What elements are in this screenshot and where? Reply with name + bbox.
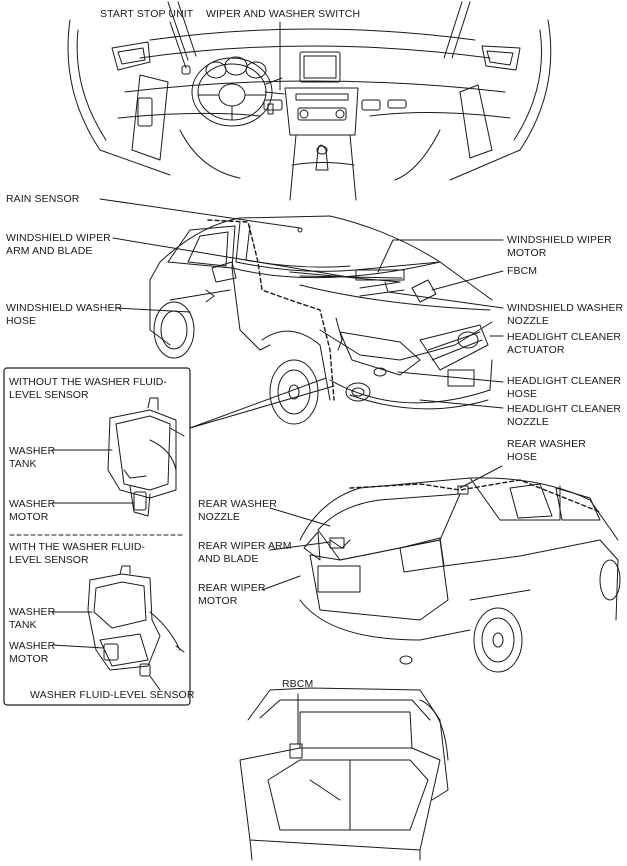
label-fbcm: FBCM bbox=[507, 265, 538, 277]
washer-tank-inset bbox=[3, 367, 191, 706]
label-windshield-wiper-motor-line2: MOTOR bbox=[507, 247, 547, 259]
label-start-stop-unit: START STOP UNIT bbox=[100, 8, 194, 20]
label-windshield-washer-nozzle-line2: NOZZLE bbox=[507, 315, 550, 327]
label-windshield-wiper-arm-line2: ARM AND BLADE bbox=[6, 245, 93, 257]
label-headlight-cleaner-hose-line1: HEADLIGHT CLEANER bbox=[507, 375, 622, 387]
label-headlight-cleaner-nozzle-line1: HEADLIGHT CLEANER bbox=[507, 403, 622, 415]
label-rear-washer-nozzle-line1: REAR WASHER bbox=[198, 498, 277, 510]
label-windshield-wiper-arm-line1: WINDSHIELD WIPER bbox=[6, 232, 111, 244]
inset-without-sensor-title-line2: LEVEL SENSOR bbox=[9, 389, 89, 401]
inset-washer-fluid-level-sensor: WASHER FLUID-LEVEL SENSOR bbox=[30, 689, 195, 701]
inset-washer-tank-b-line1: WASHER bbox=[9, 606, 56, 618]
front-car-illustration bbox=[99, 198, 504, 429]
label-headlight-cleaner-actuator-line1: HEADLIGHT CLEANER bbox=[507, 331, 622, 343]
label-rear-washer-nozzle-line2: NOZZLE bbox=[198, 511, 241, 523]
inset-with-sensor-title-line1: WITH THE WASHER FLUID- bbox=[9, 541, 145, 553]
dashboard-illustration bbox=[67, 1, 552, 201]
label-rear-wiper-arm-line1: REAR WIPER ARM bbox=[198, 540, 292, 552]
inset-washer-tank-b-line2: TANK bbox=[9, 619, 37, 631]
rear-car-illustration bbox=[261, 465, 621, 673]
label-wiper-washer-switch: WIPER AND WASHER SWITCH bbox=[206, 8, 361, 20]
label-headlight-cleaner-nozzle-line2: NOZZLE bbox=[507, 416, 550, 428]
label-rear-washer-hose-line2: HOSE bbox=[507, 451, 538, 463]
inset-washer-motor-b-line1: WASHER bbox=[9, 640, 56, 652]
label-rain-sensor: RAIN SENSOR bbox=[6, 193, 80, 205]
cargo-area-illustration bbox=[239, 687, 449, 861]
inset-without-sensor-title-line1: WITHOUT THE WASHER FLUID- bbox=[9, 376, 167, 388]
label-rbcm: RBCM bbox=[282, 678, 314, 690]
label-windshield-washer-hose-line1: WINDSHIELD WASHER bbox=[6, 302, 123, 314]
inset-with-sensor-title-line2: LEVEL SENSOR bbox=[9, 554, 89, 566]
label-rear-wiper-motor-line2: MOTOR bbox=[198, 595, 238, 607]
inset-washer-motor-a-line1: WASHER bbox=[9, 498, 56, 510]
label-rear-wiper-arm-line2: AND BLADE bbox=[198, 553, 259, 565]
inset-washer-tank-a-line1: WASHER bbox=[9, 445, 56, 457]
label-windshield-wiper-motor-line1: WINDSHIELD WIPER bbox=[507, 234, 612, 246]
inset-washer-motor-a-line2: MOTOR bbox=[9, 511, 49, 523]
label-rear-wiper-motor-line1: REAR WIPER bbox=[198, 582, 266, 594]
label-rear-washer-hose-line1: REAR WASHER bbox=[507, 438, 586, 450]
label-headlight-cleaner-hose-line2: HOSE bbox=[507, 388, 538, 400]
label-headlight-cleaner-actuator-line2: ACTUATOR bbox=[507, 344, 565, 356]
label-windshield-washer-nozzle-line1: WINDSHIELD WASHER bbox=[507, 302, 624, 314]
inset-washer-motor-b-line2: MOTOR bbox=[9, 653, 49, 665]
inset-washer-tank-a-line2: TANK bbox=[9, 458, 37, 470]
label-windshield-washer-hose-line2: HOSE bbox=[6, 315, 37, 327]
